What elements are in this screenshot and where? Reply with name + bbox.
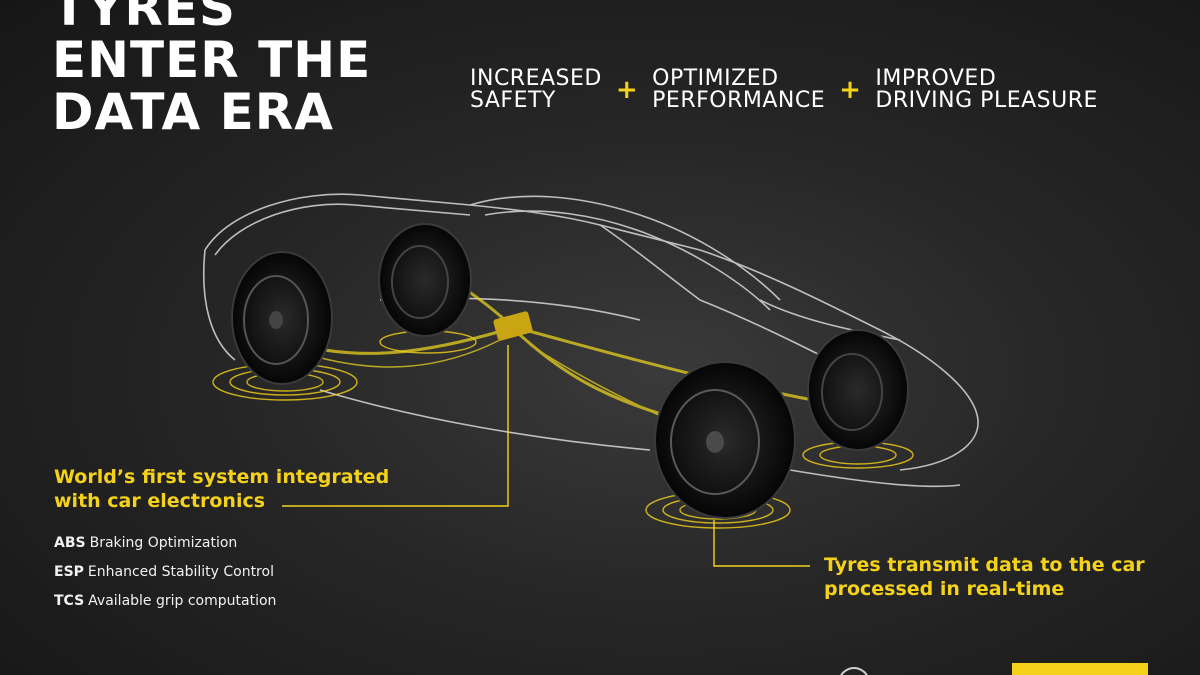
headline-line-1: TYRES [52,0,236,37]
tyre-rear-left [378,223,472,337]
tyre-front-left [231,251,333,385]
feature-abbr: ABS [54,535,86,551]
leader-lines [282,345,810,567]
callout-tyres-transmit: Tyres transmit data to the car processed… [824,554,1145,600]
feature-text: Braking Optimization [89,535,238,551]
car-body-outline [202,193,979,488]
callout-title: World’s first system integrated with car… [54,466,390,512]
feature-text: Enhanced Stability Control [87,564,274,580]
benefit-performance: OPTIMIZED PERFORMANCE [652,66,826,113]
feature-abbr: TCS [54,593,85,609]
tyre-front-right [654,361,796,519]
callout-car-electronics: World’s first system integrated with car… [54,465,414,616]
benefit-safety: INCREASED SAFETY [470,66,602,113]
plus-icon: + [839,75,862,105]
benefits-row: INCREASED SAFETY + OPTIMIZED PERFORMANCE… [470,68,1098,112]
benefit-driving-pleasure: IMPROVED DRIVING PLEASURE [875,66,1098,113]
headline-line-3: DATA ERA [52,83,334,141]
sensor-hub [493,311,533,341]
headline: TYRES ENTER THE DATA ERA [52,0,412,138]
feature-abbr: ESP [54,564,84,580]
brand-logo-icon [1012,663,1148,675]
headline-line-2: ENTER THE [52,31,372,89]
tyre-rear-right [807,329,909,451]
feature-text: Available grip computation [88,593,277,609]
plus-icon: + [615,75,639,105]
